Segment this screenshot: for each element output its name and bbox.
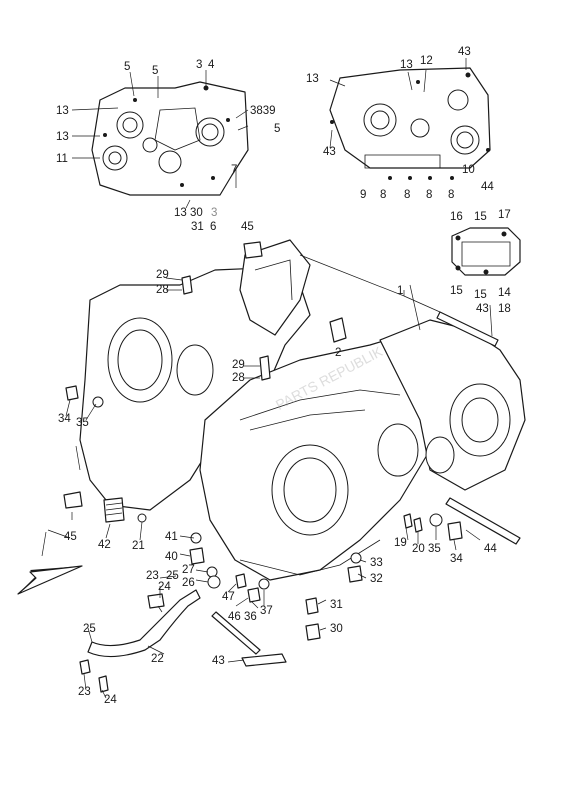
- label-31: 31: [330, 599, 343, 611]
- label-7: 7: [231, 164, 237, 176]
- label-13: 13: [56, 105, 69, 117]
- label-12: 12: [420, 55, 433, 67]
- label-45: 45: [241, 221, 254, 233]
- label-3-grey: 3: [211, 207, 217, 219]
- label-30: 30: [190, 207, 203, 219]
- label-14: 14: [498, 287, 511, 299]
- label-24: 24: [158, 581, 171, 593]
- label-3839: 3839: [250, 105, 276, 117]
- label-33: 33: [370, 557, 383, 569]
- label-43: 43: [458, 46, 471, 58]
- label-32: 32: [370, 573, 383, 585]
- label-30: 30: [330, 623, 343, 635]
- label-8: 8: [380, 189, 386, 201]
- label-13: 13: [306, 73, 319, 85]
- label-46: 46: [228, 611, 241, 623]
- label-28: 28: [232, 372, 245, 384]
- label-10: 10: [462, 164, 475, 176]
- left-crankcase-half-inset: [91, 81, 249, 196]
- label-17: 17: [498, 209, 511, 221]
- label-36: 36: [244, 611, 257, 623]
- label-42: 42: [98, 539, 111, 551]
- label-5: 5: [152, 65, 158, 77]
- label-8: 8: [404, 189, 410, 201]
- label-35: 35: [76, 417, 89, 429]
- label-5: 5: [124, 61, 130, 73]
- label-28: 28: [156, 284, 169, 296]
- label-21: 21: [132, 540, 145, 552]
- label-47: 47: [222, 591, 235, 603]
- label-18: 18: [498, 303, 511, 315]
- label-6: 6: [210, 221, 216, 233]
- label-25: 25: [83, 623, 96, 635]
- label-40: 40: [165, 551, 178, 563]
- label-16: 16: [450, 211, 463, 223]
- label-1: 1: [397, 285, 403, 297]
- label-13: 13: [400, 59, 413, 71]
- label-44: 44: [481, 181, 494, 193]
- label-8: 8: [426, 189, 432, 201]
- label-3: 3: [196, 59, 202, 71]
- small-parts: [63, 241, 521, 693]
- label-26: 26: [182, 577, 195, 589]
- label-23: 23: [146, 570, 159, 582]
- label-44: 44: [484, 543, 497, 555]
- label-25: 25: [166, 570, 179, 582]
- label-23: 23: [78, 686, 91, 698]
- label-27: 27: [182, 564, 195, 576]
- main-crankcase-assembly: [79, 239, 526, 581]
- label-31: 31: [191, 221, 204, 233]
- label-20: 20: [412, 543, 425, 555]
- label-24: 24: [104, 694, 117, 706]
- label-4: 4: [208, 59, 215, 71]
- label-2: 2: [335, 347, 341, 359]
- label-43: 43: [476, 303, 489, 315]
- label-5: 5: [274, 123, 280, 135]
- label-11: 11: [56, 153, 68, 165]
- leader-lines: [41, 58, 493, 699]
- label-43: 43: [323, 146, 336, 158]
- label-45: 45: [64, 531, 77, 543]
- label-15: 15: [474, 289, 487, 301]
- right-crankcase-half-inset: [329, 67, 491, 180]
- label-41: 41: [165, 531, 178, 543]
- front-direction-arrow-icon: [17, 565, 83, 595]
- label-15: 15: [450, 285, 463, 297]
- callout-labels: 5 5 3 4 13 13 11 3839 5 7 13 30 3 31 6 1…: [56, 46, 511, 706]
- label-35: 35: [428, 543, 441, 555]
- label-29: 29: [156, 269, 169, 281]
- label-9: 9: [360, 189, 366, 201]
- label-22: 22: [151, 653, 164, 665]
- label-19: 19: [394, 537, 407, 549]
- label-13: 13: [174, 207, 187, 219]
- label-43: 43: [212, 655, 225, 667]
- label-13: 13: [56, 131, 69, 143]
- label-15: 15: [474, 211, 487, 223]
- label-34: 34: [450, 553, 463, 565]
- crankcase-cover-plate: [451, 227, 521, 276]
- label-8: 8: [448, 189, 454, 201]
- label-34: 34: [58, 413, 71, 425]
- label-37: 37: [260, 605, 273, 617]
- label-29: 29: [232, 359, 245, 371]
